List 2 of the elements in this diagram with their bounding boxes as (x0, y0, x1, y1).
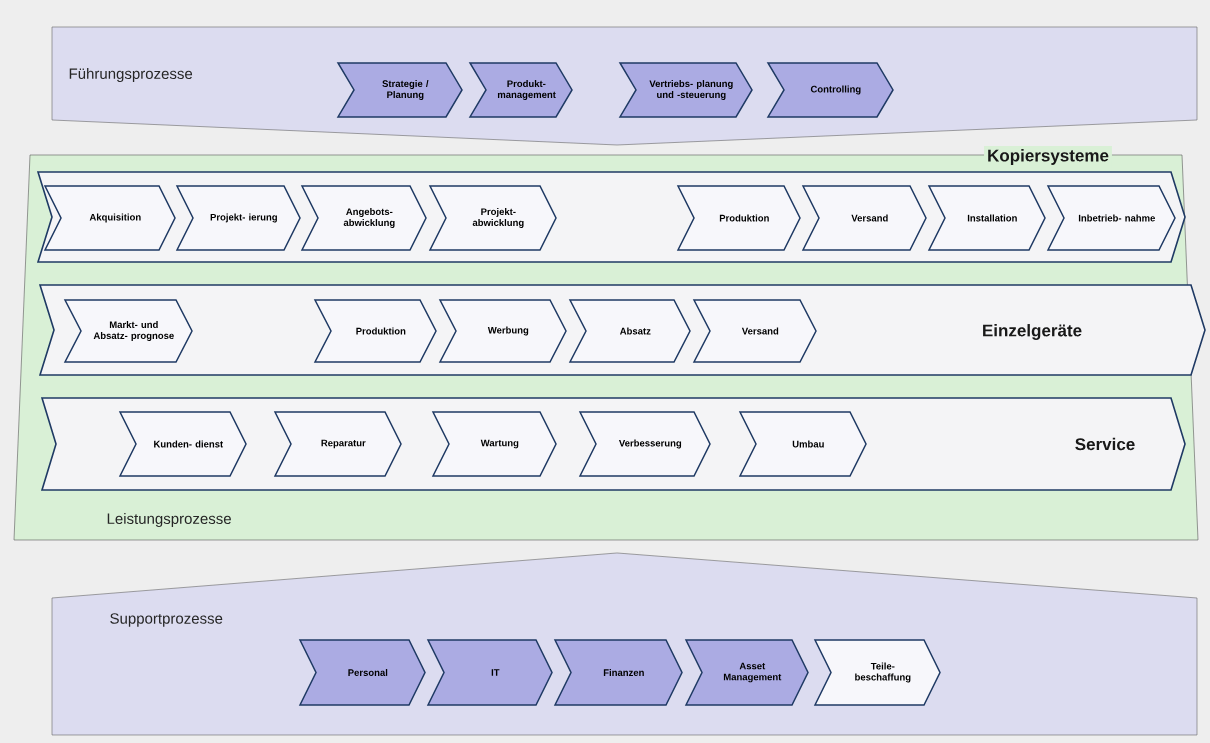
process-step: Produkt- management (468, 62, 573, 118)
process-step: Installation (927, 185, 1046, 251)
